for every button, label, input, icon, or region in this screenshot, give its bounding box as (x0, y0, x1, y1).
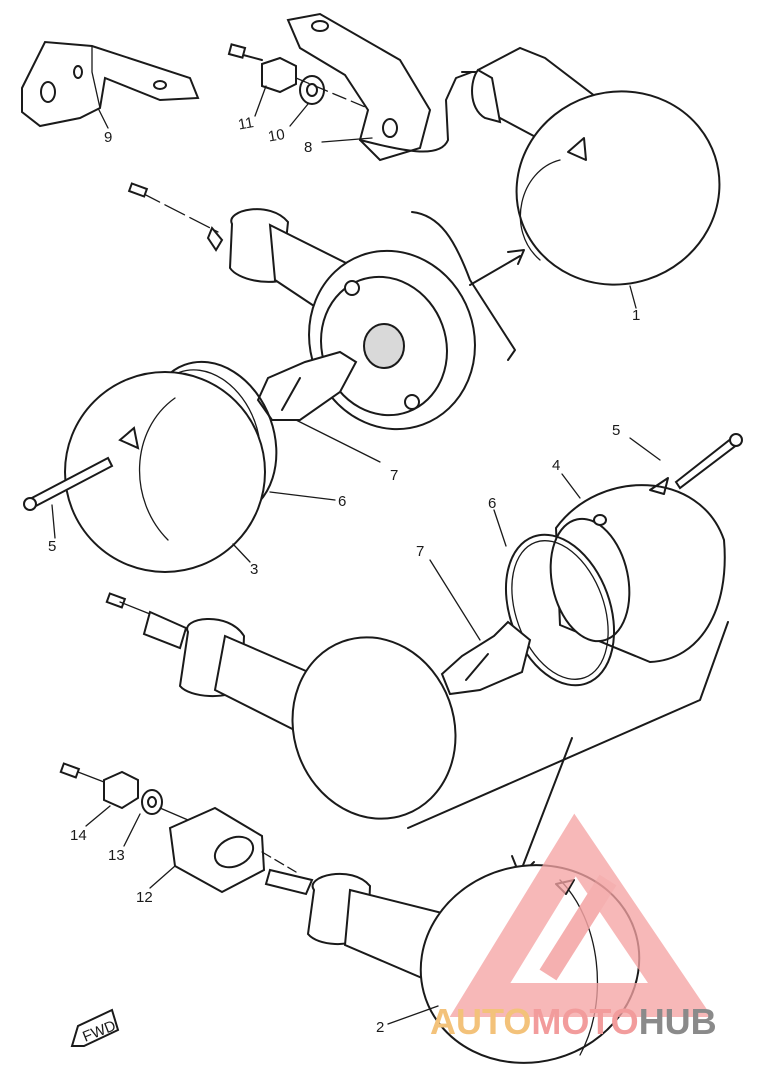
bracket-part-9 (21, 40, 200, 128)
watermark-logo-mark (449, 813, 713, 1017)
label-part-14: 14 (70, 827, 87, 844)
lamp-assembly-lower (105, 592, 729, 829)
watermark-auto: AUTO (430, 1001, 531, 1042)
label-part-5-right: 5 (612, 422, 620, 439)
label-part-9: 9 (104, 129, 112, 146)
label-part-7-upper: 7 (390, 467, 398, 484)
label-part-7-lower: 7 (416, 543, 424, 560)
label-part-8: 8 (304, 139, 312, 156)
label-part-6-right: 6 (488, 495, 496, 512)
watermark-moto: MOTO (531, 1001, 638, 1042)
part-labels: 1 2 3 4 5 5 6 6 7 7 8 9 10 11 12 13 14 (48, 114, 640, 1036)
label-part-12: 12 (136, 889, 153, 906)
stud-assembly-bottom (59, 762, 297, 894)
label-part-13: 13 (108, 847, 125, 864)
lamp-housing-middle (127, 182, 476, 431)
watermark-hub: HUB (639, 1001, 717, 1042)
bracket-part-8 (286, 12, 473, 162)
label-part-10: 10 (267, 126, 286, 146)
label-part-4: 4 (552, 457, 560, 474)
turn-signal-assembled-part-1 (461, 46, 721, 286)
label-part-5-left: 5 (48, 538, 56, 555)
automotohub-watermark: AUTOMOTOHUB (430, 813, 717, 1042)
leader-lines (51, 85, 661, 1025)
svg-text:AUTOMOTOHUB: AUTOMOTOHUB (430, 1001, 717, 1042)
label-part-2: 2 (376, 1019, 384, 1036)
lens-right-part-4 (549, 433, 743, 664)
gasket-and-bulb-right (440, 533, 616, 696)
assembly-arrow-upper (411, 211, 525, 361)
lens-left-part-3 (23, 360, 278, 573)
label-part-1: 1 (632, 307, 640, 324)
label-part-11: 11 (237, 114, 255, 133)
fwd-direction-marker: FWD (70, 1008, 120, 1047)
label-part-6-left: 6 (338, 493, 346, 510)
label-part-3: 3 (250, 561, 258, 578)
